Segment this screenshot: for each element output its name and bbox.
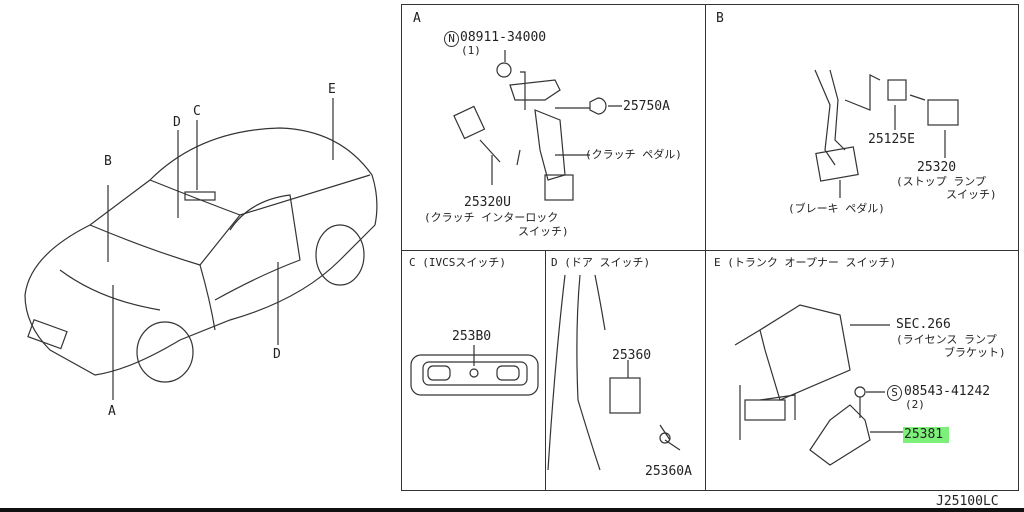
- door-switch-part-number: 25360: [612, 348, 652, 363]
- stop-switch-label-2: スイッチ): [946, 188, 997, 201]
- panel-d: [545, 250, 706, 491]
- door-screw-part-number: 25360A: [645, 464, 692, 479]
- interlock-switch-part-number: 25320U: [464, 195, 511, 210]
- car-illustration: [24, 98, 378, 400]
- stop-switch-part-number: 25320: [917, 160, 957, 175]
- clutch-pedal-label: (クラッチ ペダル): [585, 148, 682, 161]
- trunk-switch-art: [734, 304, 905, 466]
- sec-label-1: (ライセンス ランプ: [896, 333, 997, 346]
- callout-d-bottom: D: [273, 347, 281, 362]
- panel-e: [705, 250, 1019, 491]
- brake-pedal-label: (ブレーキ ペダル): [788, 202, 885, 215]
- nut-qty: (1): [461, 44, 481, 57]
- panel-e-title: E (トランク オープナー スイッチ): [714, 256, 897, 269]
- callout-c: C: [193, 104, 201, 119]
- door-switch-art: [547, 274, 681, 471]
- bottom-bar: [0, 508, 1024, 512]
- clutch-pedal-art: [453, 50, 622, 201]
- nut-prefix-badge: N: [444, 31, 459, 47]
- diagram-code: J25100LC: [936, 494, 999, 509]
- screw-qty: (2): [905, 398, 925, 411]
- callout-d-top: D: [173, 115, 181, 130]
- interlock-switch-label-2: スイッチ): [518, 225, 569, 238]
- panel-d-title: D (ドア スイッチ): [551, 256, 651, 269]
- ivcs-switch-art: [410, 345, 539, 396]
- stopper-part-number: 25750A: [623, 99, 670, 114]
- screw-prefix-badge: S: [887, 385, 902, 401]
- brake-pedal-art: [814, 69, 959, 198]
- panel-b-title: B: [716, 11, 724, 26]
- screw-part-number: 08543-41242: [904, 384, 991, 399]
- ivcs-part-number: 253B0: [452, 329, 492, 344]
- clip-part-number: 25125E: [868, 132, 915, 147]
- nut-part-number: 08911-34000: [460, 30, 547, 45]
- trunk-switch-part-number[interactable]: 25381: [903, 427, 950, 443]
- interlock-switch-label-1: (クラッチ インターロック: [424, 211, 559, 224]
- callout-b: B: [104, 154, 112, 169]
- sec-label-2: ブラケット): [944, 346, 1006, 359]
- panel-c-title: C (IVCSスイッチ): [409, 256, 506, 269]
- sec-reference: SEC.266: [896, 317, 951, 332]
- stop-switch-label-1: (ストップ ランプ: [896, 175, 986, 188]
- callout-e: E: [328, 82, 336, 97]
- panel-a-title: A: [413, 11, 421, 26]
- callout-a: A: [108, 404, 116, 419]
- panel-c: [401, 250, 546, 491]
